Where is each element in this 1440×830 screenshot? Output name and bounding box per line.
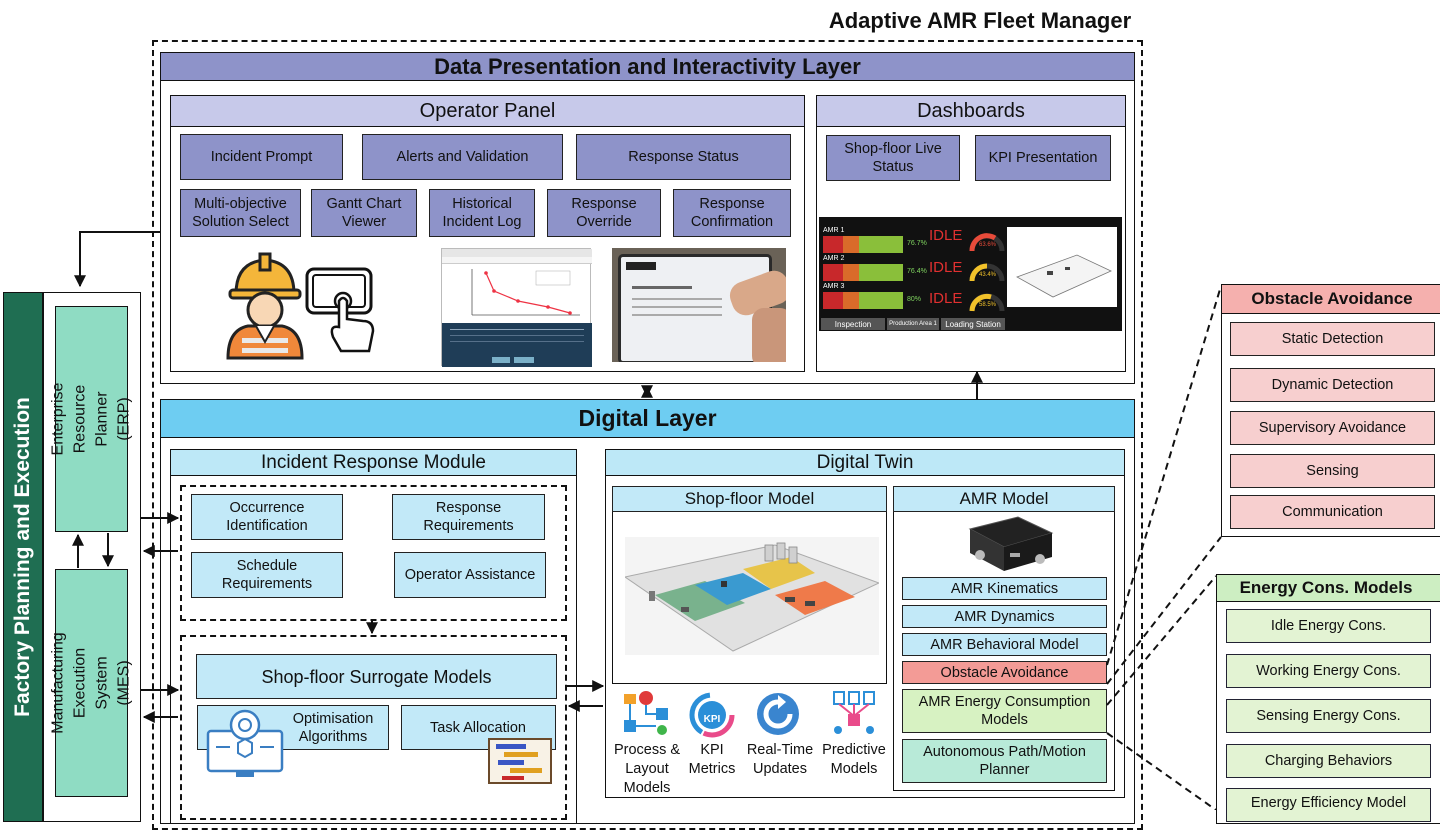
dash-location-label: Production Area 1 [887,318,939,330]
predictive-models-label: Predictive Models [822,742,886,777]
dash-gauge-icon [969,293,1005,312]
amr-dynamics-box: AMR Dynamics [902,605,1107,628]
dash-gauge-value: 43.4% [979,272,997,278]
occurrence-identification-box: Occurrence Identification [191,494,343,540]
dash-battery-bar [823,236,903,253]
charging-behaviors-box: Charging Behaviors [1226,744,1431,778]
dash-percent: 76.4% [907,268,927,275]
predictive-models-icon [833,691,875,734]
kpi-presentation-box: KPI Presentation [975,135,1111,181]
dashboards-header: Dashboards [816,95,1126,127]
energy-consumption-box: AMR Energy Consumption Models [902,689,1107,733]
response-requirements-box: Response Requirements [392,494,545,540]
amr-behavioral-box: AMR Behavioral Model [902,633,1107,656]
mes-box: Manufacturing Execution System (MES) [50,569,133,797]
optimisation-gear-monitor-icon [206,709,284,777]
tablet-photo [612,248,786,362]
tablet-touch-icon [305,267,375,353]
kpi-metrics-label: KPI Metrics [688,742,736,777]
dynamic-detection-box: Dynamic Detection [1230,368,1435,402]
sensing-energy-box: Sensing Energy Cons. [1226,699,1431,733]
amr-kinematics-box: AMR Kinematics [902,577,1107,600]
digital-layer-header: Digital Layer [160,399,1135,438]
dash-percent: 76.7% [907,240,927,247]
shopfloor-3d-render [625,537,879,655]
dash-gauge-value: 58.5% [979,302,997,308]
supervisory-avoidance-box: Supervisory Avoidance [1230,411,1435,445]
dash-status: IDLE [929,259,963,276]
incident-response-header: Incident Response Module [170,449,577,476]
dash-map [1007,227,1117,307]
kpi-gauge-icon: KPI [689,692,735,738]
operator-gui-screenshot [441,248,592,367]
dash-status: IDLE [929,290,963,307]
response-confirmation-box: Response Confirmation [673,189,791,237]
sensing-box: Sensing [1230,454,1435,488]
working-energy-box: Working Energy Cons. [1226,654,1431,688]
dash-percent: 80% [907,296,922,303]
dash-gauge-icon [969,233,1005,252]
solution-select-box: Multi-objective Solution Select [180,189,301,237]
dash-location-label: Inspection [821,318,885,330]
obstacle-panel-header: Obstacle Avoidance [1221,284,1440,314]
communication-box: Communication [1230,495,1435,529]
optimisation-algorithms-box: Optimisation Algorithms [197,705,389,750]
incident-prompt-box: Incident Prompt [180,134,343,180]
amr-model-header: AMR Model [893,486,1115,512]
data-presentation-header: Data Presentation and Interactivity Laye… [160,52,1135,81]
dash-status: IDLE [929,227,963,244]
dash-amr-label: AMR 1 [823,227,845,234]
erp-box: Enterprise Resource Planner (ERP) [50,306,133,532]
historical-log-box: Historical Incident Log [429,189,535,237]
dash-gauge-value: 63.6% [979,242,997,248]
main-title: Adaptive AMR Fleet Manager [828,8,1132,33]
idle-energy-box: Idle Energy Cons. [1226,609,1431,643]
connector-arrows [72,231,1222,810]
schedule-requirements-box: Schedule Requirements [191,552,343,598]
response-override-box: Response Override [547,189,661,237]
operator-assistance-box: Operator Assistance [394,552,546,598]
refresh-icon [757,693,799,735]
path-planner-box: Autonomous Path/Motion Planner [902,739,1107,783]
obstacle-avoidance-box: Obstacle Avoidance [902,661,1107,684]
alerts-validation-box: Alerts and Validation [362,134,563,180]
gantt-viewer-box: Gantt Chart Viewer [311,189,417,237]
operator-panel-header: Operator Panel [170,95,805,127]
operator-worker-icon [226,252,304,360]
shopfloor-model-header: Shop-floor Model [612,486,887,512]
dash-amr-label: AMR 2 [823,255,845,262]
kpi-badge-text: KPI [703,714,721,725]
incident-analysis-group [180,485,567,621]
surrogate-models-box: Shop-floor Surrogate Models [196,654,557,699]
task-allocation-label: Task Allocation [430,720,526,736]
optimisation-label: Optimisation Algorithms [292,711,374,745]
gantt-chart-icon [488,738,552,784]
dash-battery-bar [823,292,903,309]
dash-gauge-icon [969,263,1005,282]
digital-twin-header: Digital Twin [605,449,1125,476]
dash-location-label: Loading Station [941,318,1005,330]
dash-battery-bar [823,264,903,281]
realtime-updates-label: Real-Time Updates [746,742,814,777]
dash-amr-label: AMR 3 [823,283,845,290]
factory-planning-bar: Factory Planning and Execution [3,292,43,822]
energy-panel-header: Energy Cons. Models [1216,574,1440,602]
dashboard-screen: AMR 1 AMR 2 AMR 3 76.7% 76.4% 80% IDLE I… [819,217,1122,331]
static-detection-box: Static Detection [1230,322,1435,356]
response-status-box: Response Status [576,134,791,180]
process-layout-icon [624,691,668,735]
process-layout-label: Process & Layout Models [613,742,681,796]
shopfloor-live-status-box: Shop-floor Live Status [826,135,960,181]
amr-robot-icon [968,516,1054,571]
